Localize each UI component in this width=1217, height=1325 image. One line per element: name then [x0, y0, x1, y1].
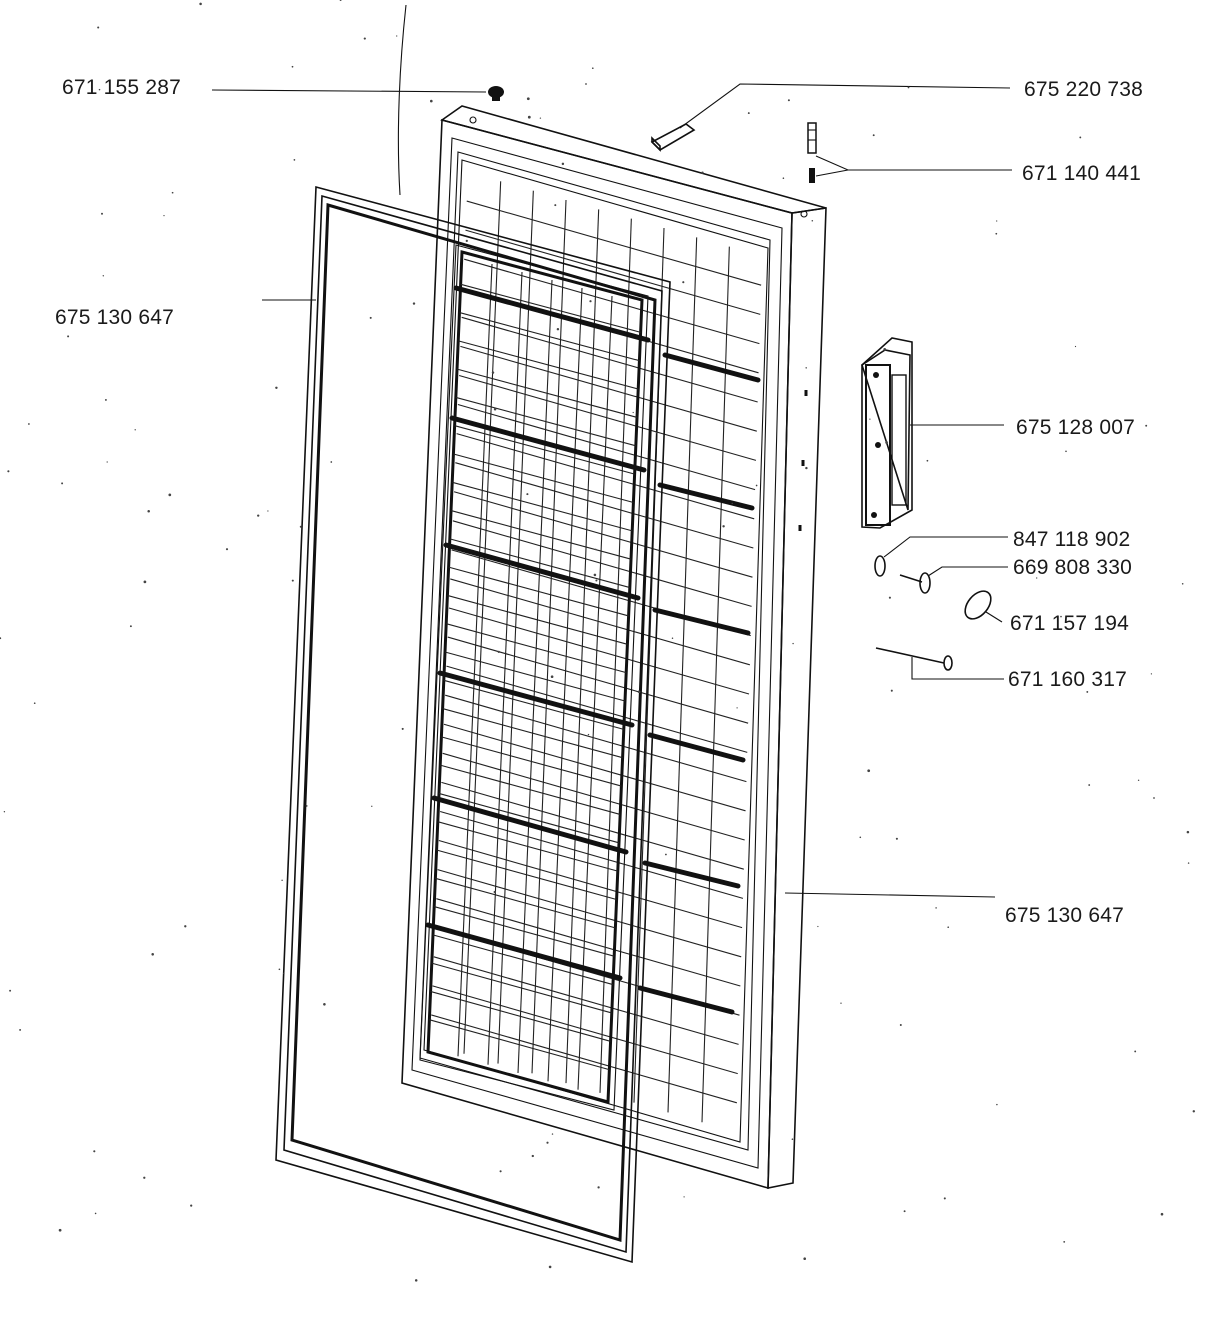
leader-lines	[211, 4, 1012, 898]
scan-speckle	[0, 0, 1196, 1282]
pin-part	[875, 647, 953, 671]
label-screw-cover: 671 157 194	[1010, 612, 1129, 635]
label-seal: 675 130 647	[55, 306, 174, 329]
label-screw: 669 808 330	[1013, 556, 1132, 579]
door-panel	[401, 105, 827, 1190]
hinge-pin-part	[807, 122, 817, 183]
label-hinge-cover: 675 220 738	[1024, 78, 1143, 101]
label-handle: 675 128 007	[1016, 416, 1135, 439]
screw-cover-part	[964, 590, 992, 620]
screw-part	[899, 572, 931, 594]
label-pin: 671 160 317	[1008, 668, 1127, 691]
washer-part	[874, 555, 886, 577]
handle-part	[861, 337, 913, 529]
hinge-cover-part	[650, 123, 696, 152]
cap-part	[488, 86, 504, 101]
label-cap: 671 155 287	[62, 76, 181, 99]
label-door: 675 130 647	[1005, 904, 1124, 927]
label-washer: 847 118 902	[1013, 528, 1131, 551]
door-seal	[275, 185, 671, 1264]
label-hinge-pin: 671 140 441	[1022, 162, 1141, 185]
seal-grid	[425, 263, 651, 1090]
